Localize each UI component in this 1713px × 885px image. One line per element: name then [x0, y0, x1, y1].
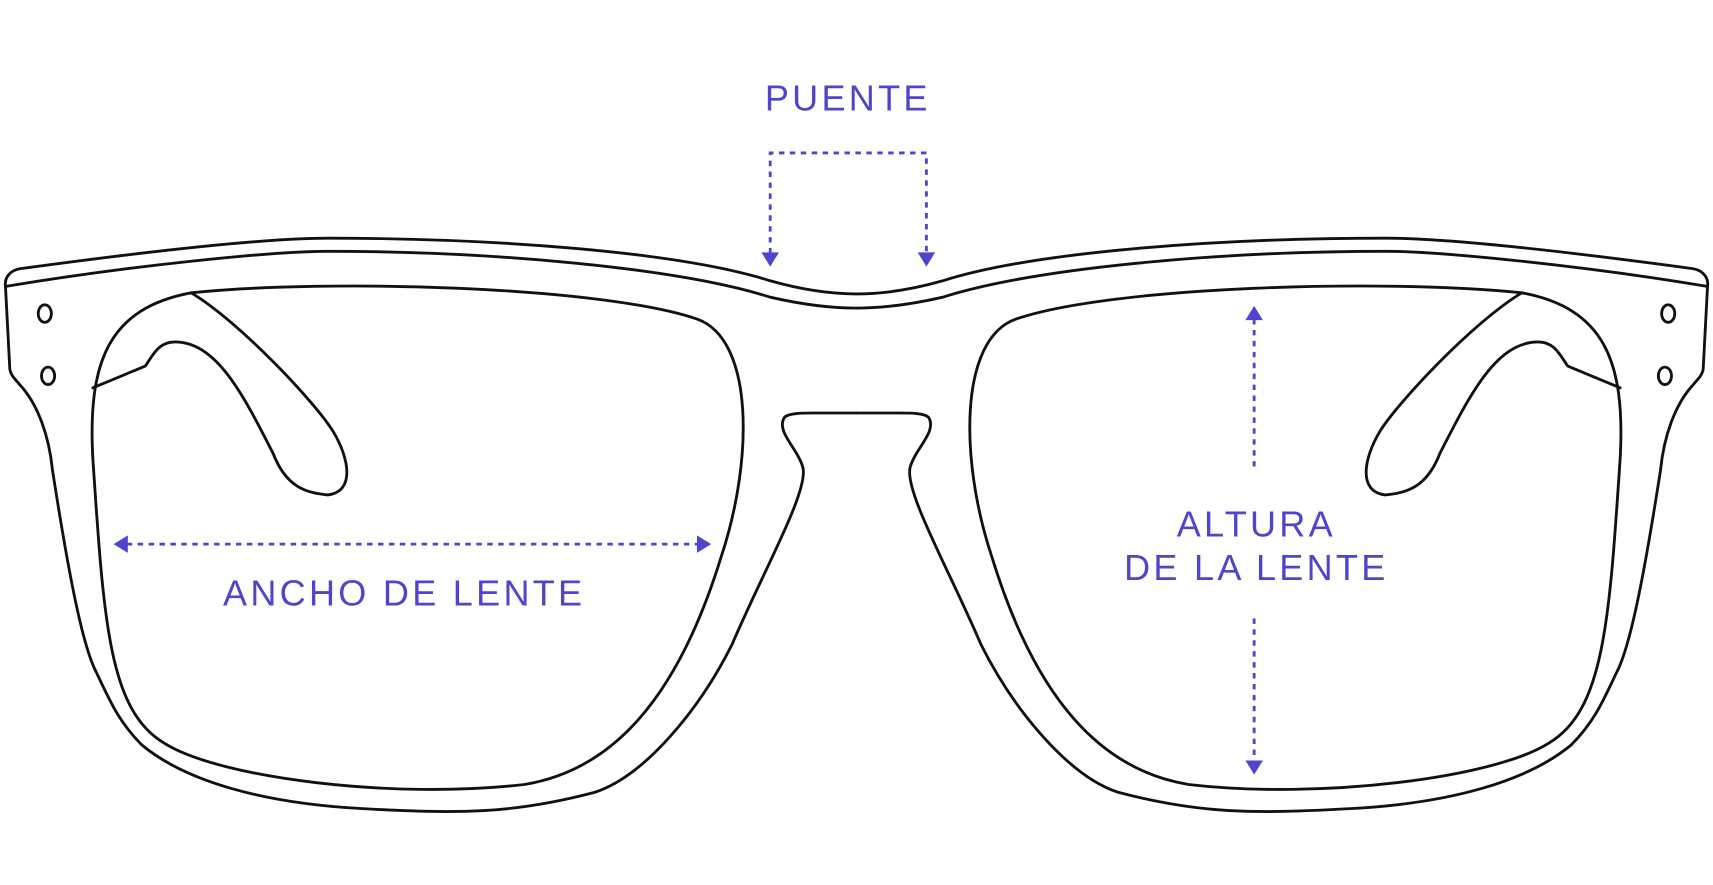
arrow-right-icon [696, 535, 712, 553]
lens-width-measurement: ANCHO DE LENTE [113, 535, 712, 613]
nose-pad-arm-left [91, 291, 349, 497]
lens-width-label: ANCHO DE LENTE [223, 572, 585, 613]
arrow-down-icon [761, 252, 779, 267]
glasses-left-half [3, 236, 858, 813]
lens-right [968, 284, 1623, 791]
lens-height-label-line1: ALTURA [1177, 503, 1336, 544]
arrow-down-icon [1245, 760, 1263, 775]
lens-left [90, 284, 745, 791]
lens-height-label-line2: DE LA LENTE [1124, 547, 1388, 588]
frame-outline-left [3, 236, 858, 813]
arrow-down-icon [917, 252, 936, 267]
lens-height-measurement: ALTURA DE LA LENTE [1124, 305, 1388, 775]
hinge-rivet-icon [40, 365, 57, 387]
brow-line-left [5, 249, 858, 310]
bridge-label: PUENTE [765, 77, 931, 118]
glasses-right-half [855, 236, 1710, 813]
nose-pad-arm-right [1364, 291, 1622, 497]
bridge-measurement: PUENTE [761, 77, 936, 267]
hinge-rivet-icon [1656, 365, 1673, 387]
arrow-left-icon [113, 535, 128, 553]
hinge-rivet-icon [1660, 303, 1677, 324]
frame-outline-right [855, 236, 1710, 813]
hinge-rivet-icon [36, 303, 53, 324]
arrow-up-icon [1245, 305, 1263, 321]
bridge-bracket [768, 151, 928, 254]
brow-line-right [855, 249, 1708, 310]
